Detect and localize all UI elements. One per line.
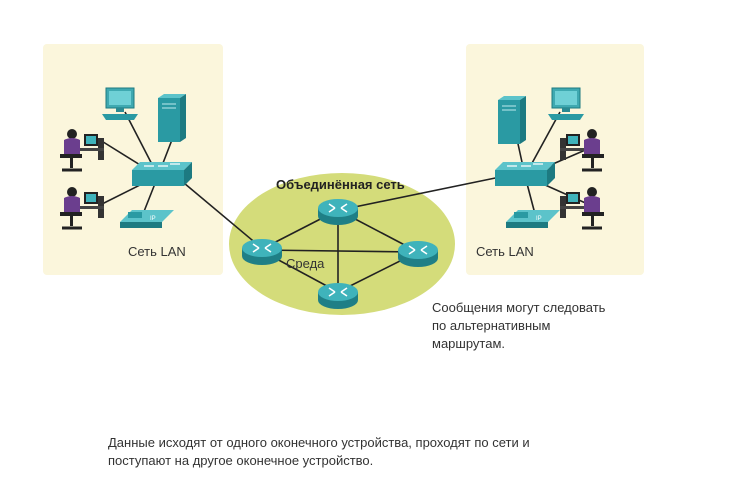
user-workstation-icon: [58, 185, 106, 230]
router-icon[interactable]: [397, 240, 439, 268]
server-icon: [497, 95, 527, 145]
user-workstation-icon: [58, 127, 106, 172]
switch-icon[interactable]: [494, 161, 556, 187]
lan-right-area: [466, 44, 644, 275]
user-workstation-icon: [558, 185, 606, 230]
switch-icon[interactable]: [131, 161, 193, 187]
desktop-pc-icon: [547, 87, 585, 121]
desktop-pc-icon: [101, 87, 139, 121]
ip-phone-icon: [506, 210, 560, 228]
lan-left-label: Сеть LAN: [128, 244, 186, 259]
router-icon[interactable]: [317, 282, 359, 310]
router-icon[interactable]: [241, 238, 283, 266]
internetwork-label: Объединённая сеть: [276, 177, 405, 192]
server-icon: [157, 93, 187, 143]
user-workstation-icon: [558, 127, 606, 172]
medium-label: Среда: [286, 256, 325, 271]
alternate-routes-note: Сообщения могут следовать по альтернатив…: [432, 300, 606, 351]
bottom-caption: Данные исходят от одного оконечного устр…: [108, 435, 530, 468]
lan-right-label: Сеть LAN: [476, 244, 534, 259]
internetwork-cloud: [229, 173, 455, 315]
ip-phone-icon: [120, 210, 174, 228]
router-icon[interactable]: [317, 198, 359, 226]
